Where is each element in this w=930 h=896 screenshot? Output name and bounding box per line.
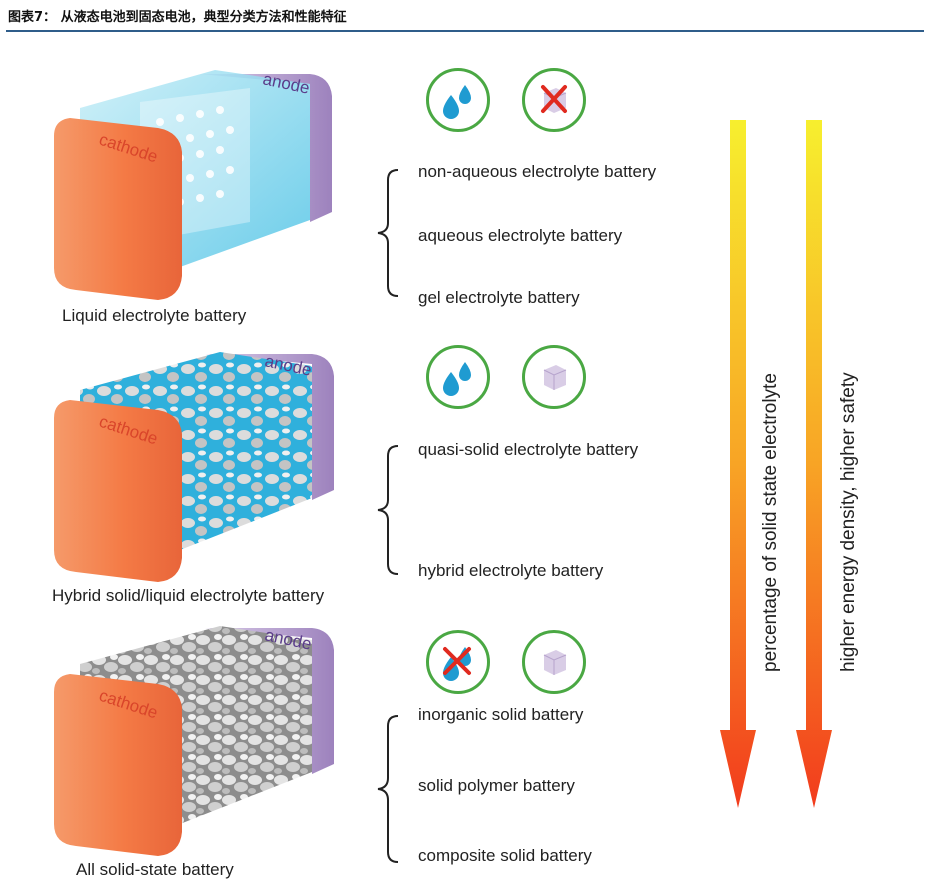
figure-title: 图表7： 从液态电池到固态电池，典型分类方法和性能特征 — [8, 10, 347, 25]
type-label-inorganic: inorganic solid battery — [418, 705, 584, 724]
anode-plate — [205, 628, 334, 774]
type-label-non-aqueous: non-aqueous electrolyte battery — [418, 162, 657, 181]
solid-battery-illustration: cathode anode All solid-state battery — [40, 614, 360, 884]
solid-cube-icon — [522, 345, 586, 409]
cathode-plate — [54, 400, 182, 582]
type-label-hybrid: hybrid electrolyte battery — [418, 561, 604, 580]
anode-plate — [200, 74, 332, 222]
cathode-plate — [54, 674, 182, 856]
header-divider — [6, 30, 924, 32]
liquid-drops-icon — [426, 68, 490, 132]
battery-caption: Liquid electrolyte battery — [62, 306, 247, 325]
type-label-composite: composite solid battery — [418, 846, 592, 865]
liquid-drops-icon — [426, 345, 490, 409]
type-label-polymer: solid polymer battery — [418, 776, 575, 795]
hybrid-battery-illustration: cathode anode Hybrid solid/liquid electr… — [40, 340, 360, 610]
energy-safety-arrow — [796, 120, 832, 808]
no-liquid-icon — [426, 630, 490, 694]
arrow-label-energy-safety: higher energy density, higher safety — [838, 372, 859, 672]
type-label-gel: gel electrolyte battery — [418, 288, 580, 307]
cathode-plate — [54, 118, 182, 300]
battery-caption: All solid-state battery — [76, 860, 234, 879]
solid-cube-icon — [522, 630, 586, 694]
battery-caption: Hybrid solid/liquid electrolyte battery — [52, 586, 325, 605]
arrow-label-solid-percentage: percentage of solid state electrolyte — [760, 373, 781, 672]
brace-group-solid — [377, 715, 399, 863]
no-solid-icon — [522, 68, 586, 132]
brace-group-hybrid — [377, 445, 399, 575]
type-label-quasi-solid: quasi-solid electrolyte battery — [418, 440, 639, 459]
liquid-battery-illustration: cathode anode Liquid electrolyte battery — [40, 62, 360, 332]
anode-plate — [205, 354, 334, 500]
brace-group-liquid — [377, 169, 399, 297]
type-label-aqueous: aqueous electrolyte battery — [418, 226, 623, 245]
solid-percentage-arrow — [720, 120, 756, 808]
